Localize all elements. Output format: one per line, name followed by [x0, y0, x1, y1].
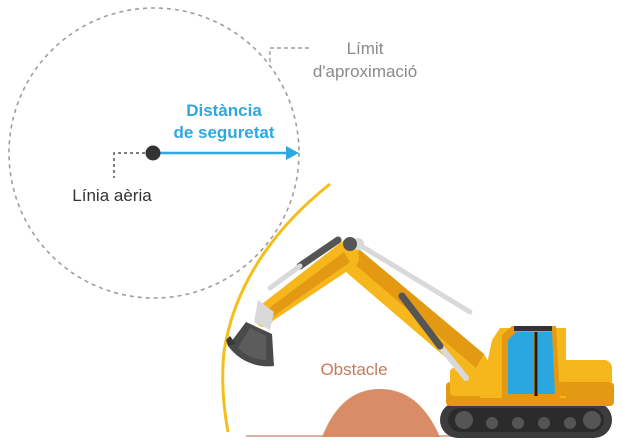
distance-label-line2: de seguretat — [173, 123, 274, 142]
power-line-leader — [113, 152, 145, 178]
excavator-bucket — [226, 322, 274, 367]
reach-arc — [221, 182, 331, 433]
excavator-arm — [254, 236, 357, 330]
power-line-label: Línia aèria — [72, 186, 152, 205]
obstacle-mound — [322, 389, 440, 437]
limit-label-line2: d'aproximació — [313, 62, 417, 81]
power-line-point — [145, 145, 161, 161]
safety-distance-arrow — [160, 146, 299, 160]
excavator-boom — [336, 238, 496, 381]
limit-label-line1: Límit — [347, 39, 384, 58]
excavator-tracks — [440, 402, 612, 438]
obstacle-label: Obstacle — [320, 360, 387, 379]
limit-leader-line — [269, 47, 312, 62]
excavator-cab — [502, 326, 560, 398]
excavator — [226, 236, 614, 438]
distance-label-line1: Distància — [186, 101, 262, 120]
